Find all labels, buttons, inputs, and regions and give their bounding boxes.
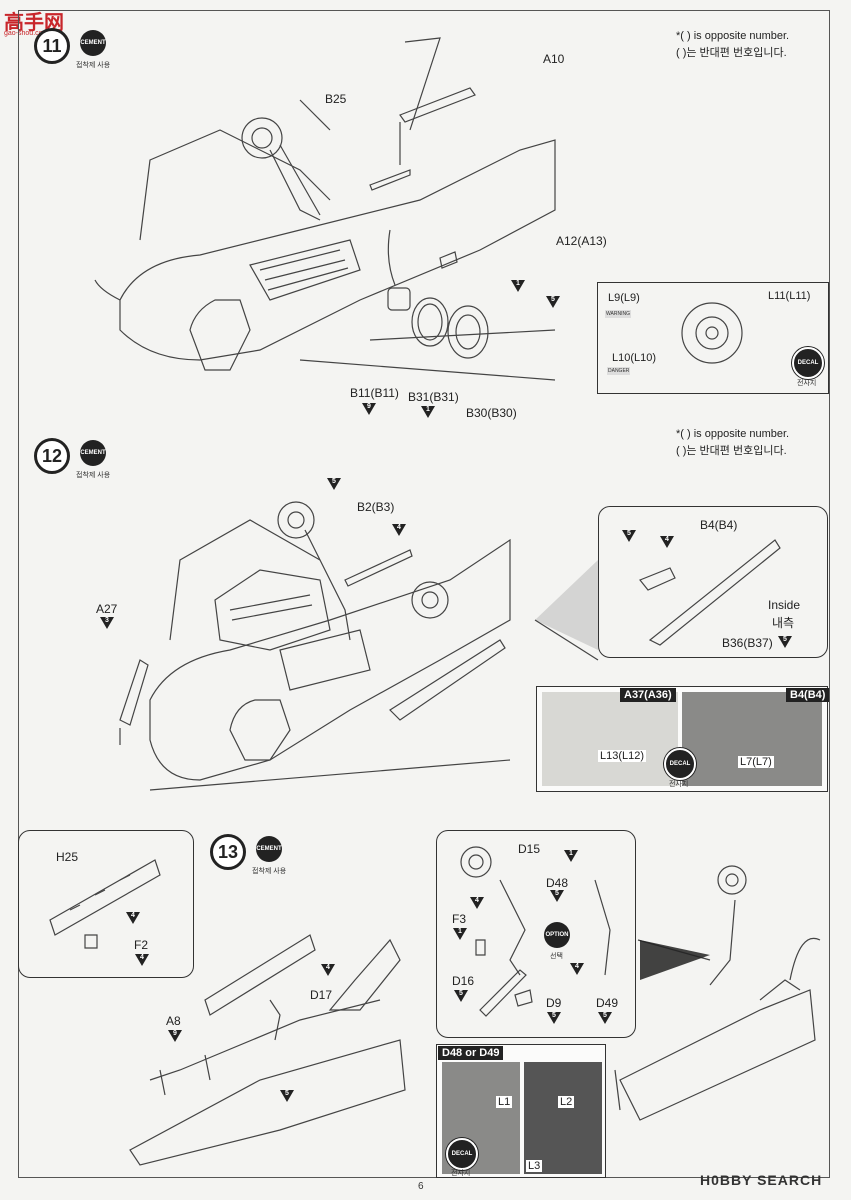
option-icon: OPTION	[544, 922, 570, 948]
page-frame	[18, 10, 830, 1178]
count-13-t4a: 4	[470, 897, 484, 909]
count-d48: 5	[550, 890, 564, 902]
part-b30-label: B30(B30)	[466, 406, 517, 420]
decal-icon-12: DECAL	[664, 748, 696, 780]
part-b25-label: B25	[325, 92, 347, 106]
count-h25: 4	[126, 912, 140, 924]
count-13-t4b: 4	[570, 963, 584, 975]
decal-l13-label: L13(L12)	[598, 750, 647, 762]
photo-tag-a37: A37(A36)	[620, 688, 676, 702]
count-a27: 3	[100, 617, 114, 629]
part-a27-label: A27	[96, 602, 118, 616]
part-b11-label: B11(B11)	[350, 386, 399, 400]
option-sub: 선택	[550, 953, 563, 960]
count-12-t5a: 5	[327, 478, 341, 490]
step-12-number: 12	[34, 438, 70, 474]
part-b4-label: B4(B4)	[700, 518, 738, 532]
photo-tag-b4: B4(B4)	[786, 688, 830, 702]
part-b36-label: B36(B37)	[722, 636, 773, 650]
count-t5: 5	[546, 296, 560, 308]
count-d49: 5	[598, 1012, 612, 1024]
part-b2-label: B2(B3)	[357, 500, 395, 514]
page-number: 6	[418, 1181, 424, 1192]
decal-l11-label: L11(L11)	[768, 290, 811, 302]
decal-warning: WARNING	[605, 310, 631, 318]
step-13-number: 13	[210, 834, 246, 870]
decal-sub-13: 전사지	[451, 1170, 471, 1177]
part-b31-label: B31(B31)	[408, 390, 459, 404]
count-a8: 9	[168, 1030, 182, 1042]
inset-box-landing-gear	[436, 830, 636, 1038]
part-a8-label: A8	[166, 1014, 181, 1028]
count-13-t5: 5	[280, 1090, 294, 1102]
part-a10-label: A10	[543, 52, 565, 66]
photo-cockpit-left	[542, 692, 678, 786]
part-f3-label: F3	[452, 912, 467, 926]
count-12-t4a: 4	[392, 524, 406, 536]
opposite-number-note: *( ) is opposite number. ( )는 반대편 번호입니다.	[676, 28, 789, 62]
step-11-number: 11	[34, 28, 70, 64]
part-d9-label: D9	[546, 996, 562, 1010]
count-b11: 9	[362, 403, 376, 415]
inset-box-h25	[18, 830, 194, 978]
count-12-t4b: 4	[660, 536, 674, 548]
count-d16: 5	[454, 990, 468, 1002]
part-h25-label: H25	[56, 850, 79, 864]
photo-tag-d48-d49: D48 or D49	[438, 1046, 504, 1060]
decal-l7-label: L7(L7)	[738, 756, 774, 768]
decal-l2-label: L2	[558, 1096, 575, 1108]
decal-l10-label: L10(L10)	[612, 352, 657, 364]
note-line-ko-12: ( )는 반대편 번호입니다.	[676, 445, 787, 457]
inset-box-b36	[598, 506, 828, 658]
cement-sub-13: 접착제 사용	[252, 868, 287, 875]
count-t1: 1	[511, 280, 525, 292]
photo-gear-right	[524, 1062, 602, 1174]
inside-label: Inside	[768, 598, 801, 612]
part-d48-label: D48	[546, 876, 569, 890]
count-b31: 1	[421, 406, 435, 418]
decal-l3-label: L3	[526, 1160, 543, 1172]
watermark: H0BBY SEARCH	[700, 1172, 823, 1188]
count-d17-4: 4	[321, 964, 335, 976]
decal-box-wheel	[597, 282, 829, 394]
photo-cockpit-right	[682, 692, 822, 786]
opposite-number-note-12: *( ) is opposite number. ( )는 반대편 번호입니다.	[676, 426, 789, 460]
cement-icon-13: CEMENT	[256, 836, 282, 862]
note-line-en-12: *( ) is opposite number.	[676, 428, 790, 440]
note-line-en: *( ) is opposite number.	[676, 30, 790, 42]
part-a12-label: A12(A13)	[556, 234, 607, 248]
count-12-t5b: 5	[622, 530, 636, 542]
cement-sub: 접착제 사용	[76, 62, 111, 69]
part-d49-label: D49	[596, 996, 619, 1010]
decal-l9-label: L9(L9)	[608, 292, 640, 304]
decal-icon-13: DECAL	[446, 1138, 478, 1170]
cement-icon: CEMENT	[80, 30, 106, 56]
site-logo-sub: gao-shou.com	[4, 30, 49, 37]
decal-sub-12: 전사지	[669, 781, 689, 788]
decal-icon-11: DECAL	[792, 347, 824, 379]
cement-sub-12: 접착제 사용	[76, 472, 111, 479]
count-f3: 1	[453, 928, 467, 940]
count-f2: 4	[135, 954, 149, 966]
part-f2-label: F2	[134, 938, 149, 952]
part-d17-label: D17	[310, 988, 333, 1002]
note-line-ko: ( )는 반대편 번호입니다.	[676, 47, 787, 59]
cement-icon-12: CEMENT	[80, 440, 106, 466]
decal-danger: DANGER	[607, 367, 631, 375]
inside-ko-label: 내측	[772, 616, 795, 630]
count-d15: 1	[564, 850, 578, 862]
count-b36: 5	[778, 636, 792, 648]
part-d15-label: D15	[518, 842, 541, 856]
part-d16-label: D16	[452, 974, 475, 988]
count-d9: 5	[547, 1012, 561, 1024]
decal-l1-label: L1	[496, 1096, 513, 1108]
decal-sub-11: 전사지	[797, 380, 817, 387]
